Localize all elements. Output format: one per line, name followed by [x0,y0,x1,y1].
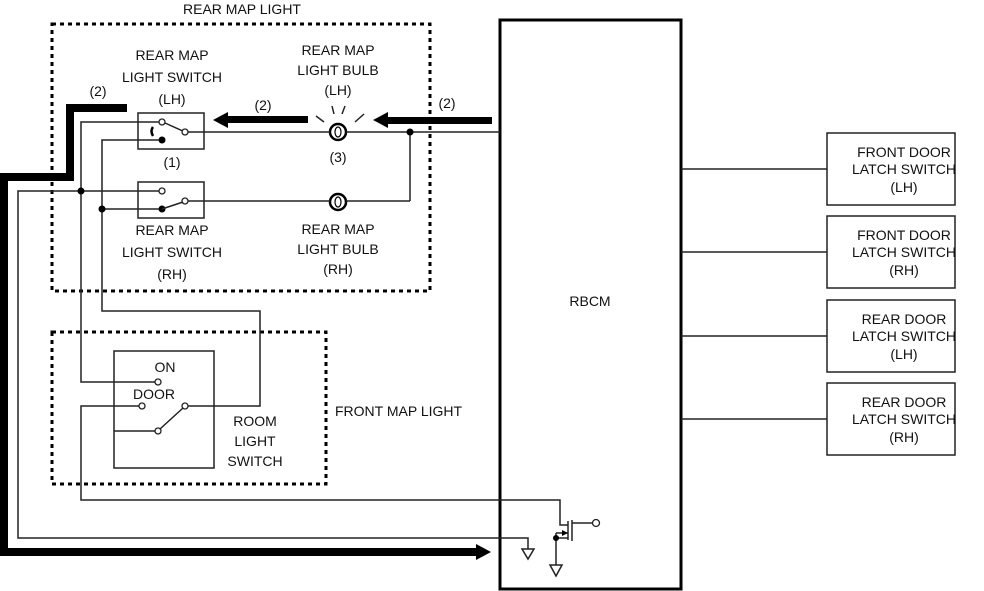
rear-map-light-bulb-rh: REAR MAP LIGHT BULB (RH) [297,192,379,277]
rear-switch-lh-label-2: LIGHT SWITCH [122,69,222,85]
current-flow-path [0,104,476,556]
front-map-light-group-title: FRONT MAP LIGHT [335,403,463,419]
rear-map-light-group-title: REAR MAP LIGHT [183,1,301,17]
front-door-rh-label-1: FRONT DOOR [857,227,951,243]
current-flow-arrowhead-bottom [476,544,491,560]
rear-switch-rh-label-3: (RH) [157,266,187,282]
front-door-rh-label-3: (RH) [889,262,919,278]
room-switch-door-label: DOOR [133,386,175,402]
callout-2-right: (2) [438,95,455,111]
rear-door-lh-label-3: (LH) [890,346,917,362]
callout-1: (1) [163,154,180,170]
current-flow-arrow-mid-shaft [225,116,308,123]
front-map-light-group-boundary [50,330,328,486]
rear-map-light-switch-rh: REAR MAP LIGHT SWITCH (RH) [122,181,222,282]
rear-door-latch-switch-lh: REAR DOOR LATCH SWITCH (LH) [681,299,956,373]
rear-map-light-bulb-lh: REAR MAP LIGHT BULB (LH) [297,42,379,142]
rear-door-rh-label-1: REAR DOOR [862,394,947,410]
wires-rear-map-light [17,121,500,539]
rear-bulb-lh-label-3: (LH) [324,82,351,98]
callout-2-mid: (2) [254,97,271,113]
rear-door-rh-label-3: (RH) [889,429,919,445]
rear-door-lh-label-1: REAR DOOR [862,311,947,327]
room-switch-on-label: ON [155,359,176,375]
rear-door-latch-switch-rh: REAR DOOR LATCH SWITCH (RH) [681,382,956,456]
current-flow-arrow-right-shaft [386,117,492,124]
front-door-latch-switch-lh: FRONT DOOR LATCH SWITCH (LH) [681,132,956,206]
rear-switch-lh-label-1: REAR MAP [135,47,208,63]
rear-switch-rh-label-1: REAR MAP [135,222,208,238]
rear-door-lh-label-2: LATCH SWITCH [852,328,956,344]
rear-bulb-rh-label-1: REAR MAP [301,221,374,237]
current-flow-arrow-mid-head [213,112,228,128]
rear-switch-rh-label-2: LIGHT SWITCH [122,244,222,260]
front-door-rh-label-2: LATCH SWITCH [852,244,956,260]
rear-bulb-lh-label-2: LIGHT BULB [297,62,378,78]
rear-switch-lh-label-3: (LH) [158,91,185,107]
room-switch-label-1: ROOM [233,413,277,429]
callout-2-left: (2) [89,83,106,99]
rbcm-transistor [500,499,601,578]
rbcm-ground-symbol-1 [500,537,536,561]
rear-bulb-rh-label-2: LIGHT BULB [297,241,378,257]
rbcm-module [498,18,683,591]
room-switch-label-3: SWITCH [227,453,282,469]
rear-map-light-switch-lh: REAR MAP LIGHT SWITCH (LH) [122,47,222,150]
current-flow-arrow-right-head [373,112,388,128]
front-door-lh-label-3: (LH) [890,179,917,195]
callout-3: (3) [329,149,346,165]
front-door-latch-switch-rh: FRONT DOOR LATCH SWITCH (RH) [681,215,956,289]
rbcm-label: RBCM [569,293,610,309]
rear-bulb-rh-label-3: (RH) [323,261,353,277]
front-door-lh-label-1: FRONT DOOR [857,144,951,160]
room-light-switch: ON DOOR ROOM LIGHT SWITCH [113,350,283,469]
wire-door-to-rbcm [80,405,500,501]
rear-map-light-group-boundary [50,22,432,293]
rear-bulb-lh-label-1: REAR MAP [301,42,374,58]
rear-door-rh-label-2: LATCH SWITCH [852,411,956,427]
front-door-lh-label-2: LATCH SWITCH [852,161,956,177]
room-switch-label-2: LIGHT [234,433,276,449]
